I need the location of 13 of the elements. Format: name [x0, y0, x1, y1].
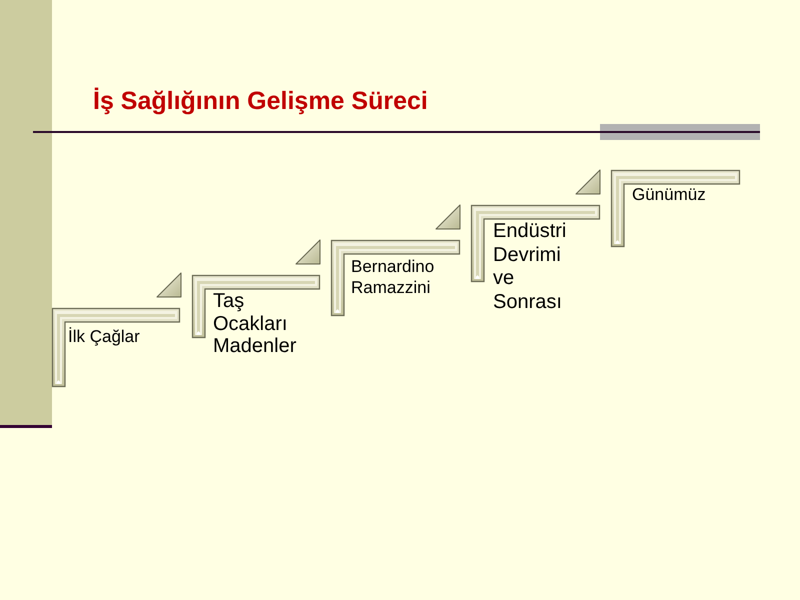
step-label: Günümüz [632, 185, 707, 205]
step-label: Bernardino Ramazzini [351, 257, 436, 298]
step-label: Taş Ocakları Madenler [213, 290, 298, 358]
step-shape [611, 170, 740, 247]
slide-title: İş Sağlığının Gelişme Süreci [93, 86, 428, 116]
step-label: İlk Çağlar [68, 327, 141, 347]
triangle-arrow [576, 170, 600, 194]
step-shape [331, 240, 460, 316]
step-label: Endüstri Devrimi ve Sonrası [493, 220, 568, 314]
triangle-arrow [436, 204, 460, 230]
triangle-arrow [156, 272, 182, 298]
triangle-arrow [296, 240, 320, 264]
step-shape [52, 308, 180, 387]
